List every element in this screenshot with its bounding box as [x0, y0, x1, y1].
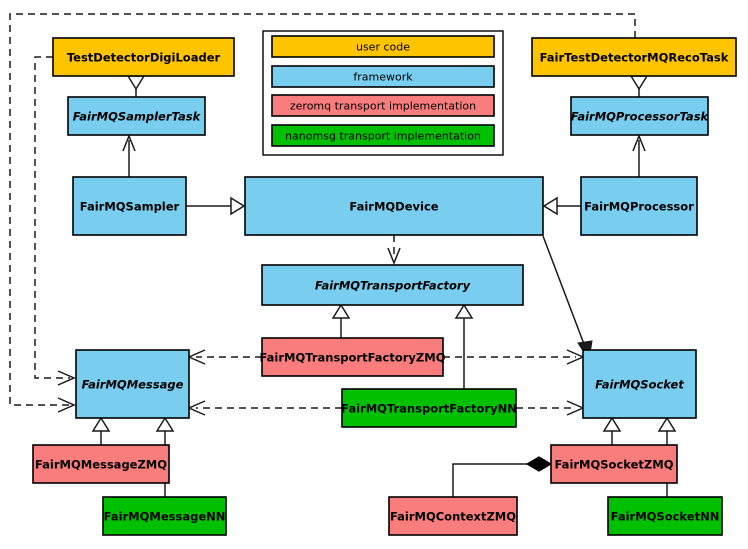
node-layer: TestDetectorDigiLoader FairTestDetectorM…: [32, 37, 737, 536]
node-fairmq-message-nn[interactable]: FairMQMessageNN: [102, 496, 227, 536]
node-label-fairmq-message: FairMQMessage: [82, 378, 184, 392]
node-fair-test-detector-mq-reco-task[interactable]: FairTestDetectorMQRecoTask: [531, 37, 737, 77]
legend-swatch-user-code: [271, 35, 495, 58]
node-box[interactable]: [531, 37, 737, 77]
edge-processor-to-processortask: [632, 133, 646, 177]
node-fairmq-socket-zmq[interactable]: FairMQSocketZMQ: [550, 444, 678, 484]
legend-item-framework: framework: [271, 65, 495, 88]
legend: user code framework zeromq transport imp…: [262, 30, 504, 156]
node-box[interactable]: [67, 96, 206, 136]
node-box[interactable]: [580, 176, 698, 236]
edge-tfnn-to-socket: [516, 400, 585, 416]
node-box[interactable]: [72, 176, 187, 236]
node-box[interactable]: [52, 37, 235, 77]
node-fairmq-message-zmq[interactable]: FairMQMessageZMQ: [32, 444, 170, 484]
legend-item-zeromq: zeromq transport implementation: [271, 94, 495, 117]
edge-recotask-to-message: [9, 13, 636, 413]
node-label-fairmq-message-nn: FairMQMessageNN: [104, 510, 226, 524]
node-box[interactable]: [607, 496, 723, 536]
node-fairmq-sampler[interactable]: FairMQSampler: [72, 176, 187, 236]
legend-swatch-framework: [271, 65, 495, 88]
node-label-fairmq-device: FairMQDevice: [349, 200, 438, 214]
node-label-fairmq-sampler: FairMQSampler: [80, 200, 180, 214]
edge-tfzmq-to-transportfactory: [331, 303, 351, 338]
node-box[interactable]: [388, 496, 518, 536]
node-box[interactable]: [341, 388, 517, 428]
node-fairmq-device[interactable]: FairMQDevice: [244, 176, 544, 236]
edge-socketzmq-to-contextzmq: [452, 456, 553, 497]
node-fairmq-socket[interactable]: FairMQSocket: [582, 349, 697, 419]
node-label-fairmq-transport-factory: FairMQTransportFactory: [315, 279, 471, 293]
legend-label-user-code: user code: [356, 41, 410, 54]
edge-device-to-transportfactory: [387, 235, 401, 266]
node-label-fair-test-detector-mq-reco-task: FairTestDetectorMQRecoTask: [540, 51, 729, 65]
node-fairmq-sampler-task[interactable]: FairMQSamplerTask: [67, 96, 206, 136]
node-box[interactable]: [550, 444, 678, 484]
node-box[interactable]: [244, 176, 544, 236]
node-box[interactable]: [75, 349, 190, 419]
node-box[interactable]: [32, 444, 170, 484]
node-label-fairmq-transport-factory-nn: FairMQTransportFactoryNN: [341, 402, 517, 416]
legend-swatch-zeromq: [271, 94, 495, 117]
node-box[interactable]: [570, 96, 709, 136]
edge-processor-to-device: [542, 196, 581, 216]
node-label-fairmq-socket-nn: FairMQSocketNN: [611, 510, 720, 524]
edge-tfnn-to-message: [187, 400, 342, 416]
legend-label-framework: framework: [353, 71, 413, 84]
node-label-fairmq-sampler-task: FairMQSamplerTask: [73, 110, 202, 124]
node-fairmq-transport-factory-nn[interactable]: FairMQTransportFactoryNN: [341, 388, 517, 428]
edge-processortask-to-recotask: [629, 75, 649, 97]
node-label-fairmq-socket: FairMQSocket: [595, 378, 684, 392]
node-fairmq-message[interactable]: FairMQMessage: [75, 349, 190, 419]
node-label-fairmq-processor-task: FairMQProcessorTask: [571, 110, 710, 124]
node-fairmq-context-zmq[interactable]: FairMQContextZMQ: [388, 496, 518, 536]
node-fairmq-processor-task[interactable]: FairMQProcessorTask: [570, 96, 710, 136]
node-box[interactable]: [261, 264, 524, 306]
node-fairmq-transport-factory-zmq[interactable]: FairMQTransportFactoryZMQ: [259, 337, 446, 377]
node-box[interactable]: [102, 496, 227, 536]
legend-label-zeromq: zeromq transport implementation: [290, 100, 476, 113]
edge-messagezmq-to-message: [91, 416, 111, 445]
node-label-fairmq-processor: FairMQProcessor: [584, 200, 694, 214]
node-fairmq-socket-nn[interactable]: FairMQSocketNN: [607, 496, 723, 536]
edge-sampler-to-samplertask: [122, 133, 136, 177]
node-box[interactable]: [261, 337, 444, 377]
node-test-detector-digi-loader[interactable]: TestDetectorDigiLoader: [52, 37, 235, 77]
edge-device-to-socket: [542, 235, 593, 362]
node-label-fairmq-socket-zmq: FairMQSocketZMQ: [555, 458, 674, 472]
edge-sampler-to-device: [186, 196, 246, 216]
edge-socketzmq-to-socket: [602, 416, 622, 445]
edge-digiloader-to-message: [34, 56, 76, 386]
legend-swatch-nanomsg: [271, 124, 495, 147]
node-fairmq-processor[interactable]: FairMQProcessor: [580, 176, 698, 236]
legend-label-nanomsg: nanomsg transport implementation: [285, 130, 481, 143]
edge-tfzmq-to-message: [187, 349, 262, 365]
node-box[interactable]: [582, 349, 697, 419]
node-fairmq-transport-factory[interactable]: FairMQTransportFactory: [261, 264, 524, 306]
edge-tfnn-to-transportfactory: [454, 303, 474, 389]
legend-item-user-code: user code: [271, 35, 495, 58]
node-label-fairmq-context-zmq: FairMQContextZMQ: [390, 510, 516, 524]
node-label-fairmq-message-zmq: FairMQMessageZMQ: [35, 458, 167, 472]
node-label-test-detector-digi-loader: TestDetectorDigiLoader: [67, 51, 221, 65]
edge-samplertask-to-digiloader: [126, 75, 146, 97]
node-label-fairmq-transport-factory-zmq: FairMQTransportFactoryZMQ: [259, 351, 445, 365]
legend-item-nanomsg: nanomsg transport implementation: [271, 124, 495, 147]
